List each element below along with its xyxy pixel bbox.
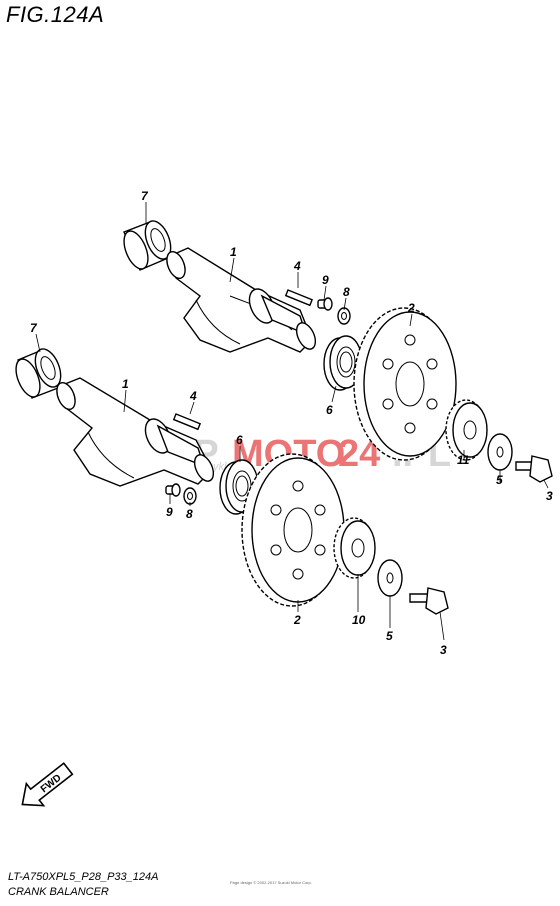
needle-bearing-lower (15, 348, 62, 399)
section-name: CRANK BALANCER (8, 886, 109, 898)
callout-1-lower: 1 (122, 377, 129, 391)
balancer-drive-gear-upper (353, 307, 457, 461)
callout-7-upper: 7 (141, 189, 149, 203)
key-lower (172, 413, 202, 431)
callout-numbers: 7 1 4 9 8 2 6 11 5 3 7 1 4 6 9 8 2 10 5 … (30, 189, 553, 657)
small-gear-11 (445, 399, 488, 461)
callout-3-upper: 3 (546, 489, 553, 503)
lock-washer-lower (183, 487, 197, 505)
balancer-drive-gear-lower (241, 453, 345, 607)
copyright-note: Page design © 2002-2017 Suzuki Motor Cor… (230, 880, 312, 885)
callout-6-lower: 6 (236, 433, 243, 447)
small-bolt-upper (317, 297, 333, 311)
ball-bearing-upper (323, 335, 363, 391)
callout-2-upper: 2 (407, 301, 415, 315)
callout-9-lower: 9 (166, 505, 173, 519)
callout-1-upper: 1 (230, 245, 237, 259)
flange-bolt-lower (409, 587, 449, 615)
lock-washer-upper (337, 307, 351, 325)
needle-bearing-upper (123, 220, 172, 271)
small-gear-10 (333, 517, 376, 579)
plain-washer-upper (487, 433, 513, 471)
callout-8-upper: 8 (343, 285, 350, 299)
small-bolt-lower (165, 483, 181, 497)
leader-lines (35, 202, 549, 641)
ball-bearing-lower (219, 459, 259, 515)
balancer-shaft-upper (166, 247, 317, 353)
balancer-shaft-lower (56, 377, 215, 487)
callout-5-lower: 5 (386, 629, 393, 643)
callout-5-upper: 5 (496, 473, 503, 487)
callout-4-lower: 4 (189, 389, 197, 403)
callout-2-lower: 2 (293, 613, 301, 627)
forward-direction-arrow: FWD (21, 762, 74, 807)
callout-6-upper: 6 (326, 403, 333, 417)
figure-title: FIG.124A (6, 2, 105, 27)
callout-8-lower: 8 (186, 507, 193, 521)
plain-washer-lower (377, 559, 403, 597)
model-code: LT-A750XPL5_P28_P33_124A (8, 871, 159, 883)
callout-4-upper: 4 (293, 259, 301, 273)
callout-7-lower: 7 (30, 321, 38, 335)
callout-11: 11 (457, 453, 470, 467)
key-upper (284, 289, 314, 307)
flange-bolt-upper (515, 455, 553, 483)
callout-9-upper: 9 (322, 273, 329, 287)
callout-3-lower: 3 (440, 643, 447, 657)
callout-10: 10 (352, 613, 366, 627)
